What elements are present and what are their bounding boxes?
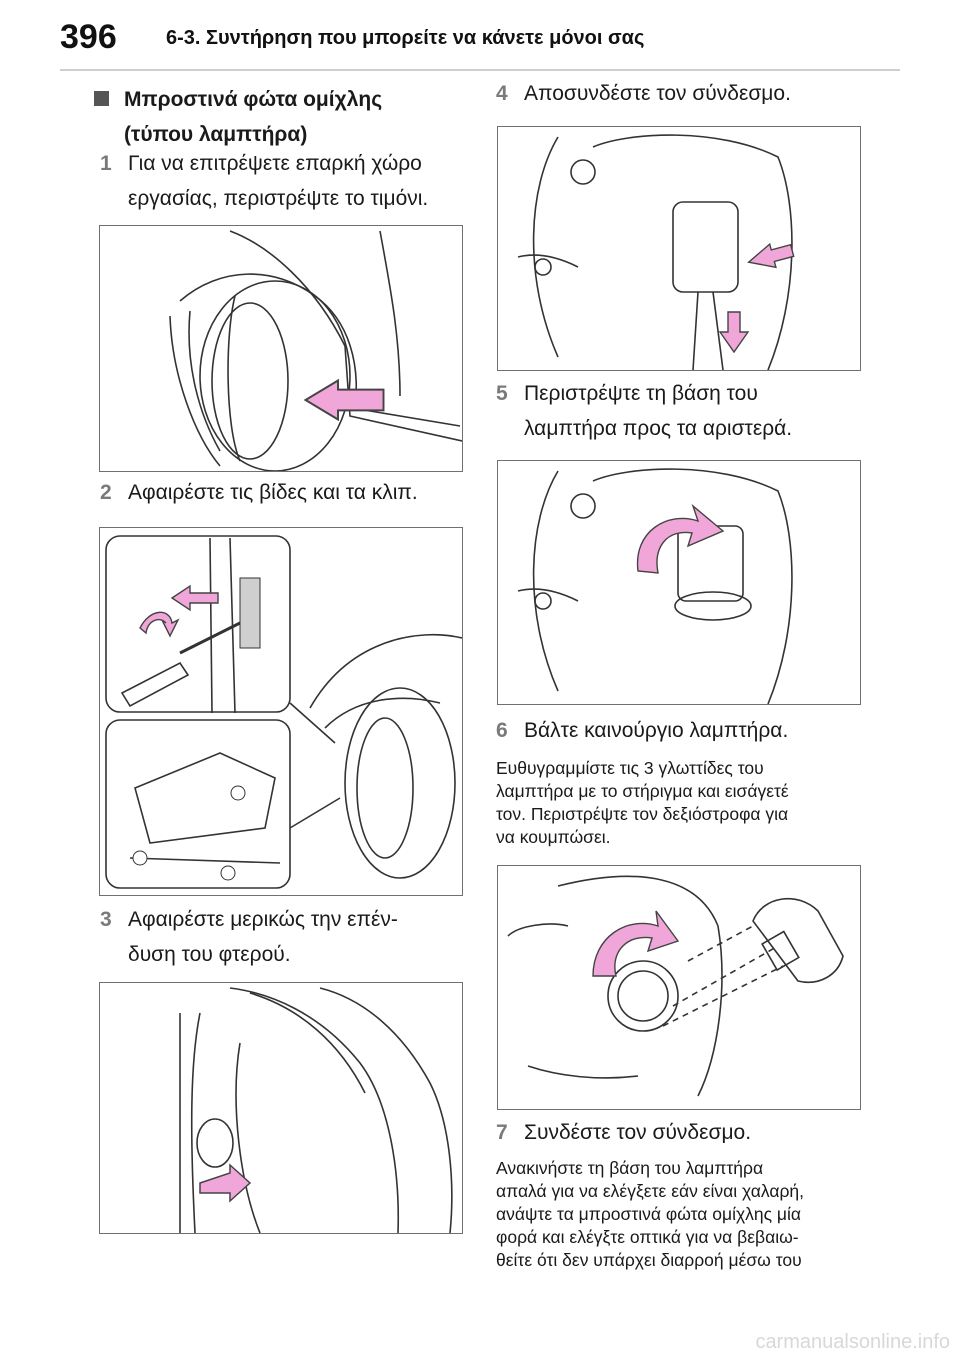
watermark: carmanualsonline.info	[755, 1331, 950, 1353]
step-5: 5 Περιστρέψτε τη βάση του λαμπτήρα προς …	[496, 376, 896, 446]
step-number: 7	[496, 1121, 508, 1144]
step-text-line1: Αφαιρέστε μερικώς την επέν-	[128, 908, 398, 931]
step-number: 3	[100, 908, 112, 931]
step-3: 3 Αφαιρέστε μερικώς την επέν- δυση του φ…	[100, 902, 480, 972]
note-line: να κουμπώσει.	[496, 827, 611, 847]
fender-liner-illustration	[179, 987, 453, 1233]
figure-rotate-socket	[497, 460, 861, 705]
note-line: απαλά για να ελέγξετε εάν είναι χαλαρή,	[496, 1181, 805, 1201]
step-6-note: Ευθυγραμμίστε τις 3 γλωττίδες του λαμπτή…	[496, 757, 896, 849]
note-line: τον. Περιστρέψτε τον δεξιόστροφα για	[496, 804, 789, 824]
step-number: 5	[496, 382, 508, 405]
note-line: λαμπτήρα με το στήριγμα και εισάγετέ	[496, 781, 789, 801]
step-text-line1: Περιστρέψτε τη βάση του	[524, 382, 758, 405]
step-text-line1: Αποσυνδέστε τον σύνδεσμο.	[524, 82, 791, 105]
figure-wheel-turn	[99, 225, 463, 472]
chapter-title: 6-3. Συντήρηση που μπορείτε να κάνετε μό…	[166, 27, 645, 49]
note-line: φορά και ελέγξτε οπτικά για να βεβαιω-	[496, 1227, 799, 1247]
step-text-line2: λαμπτήρα προς τα αριστερά.	[524, 417, 793, 440]
step-6: 6 Βάλτε καινούργιο λαμπτήρα.	[496, 713, 896, 748]
screws-clips-illustration	[105, 535, 462, 889]
section-title-line1: Μπροστινά φώτα ομίχλης	[124, 88, 383, 111]
note-line: Ευθυγραμμίστε τις 3 γλωττίδες του	[496, 758, 764, 778]
rotate-socket-illustration	[517, 468, 793, 704]
step-text-line1: Αφαιρέστε τις βίδες και τα κλιπ.	[128, 481, 418, 504]
step-7-note: Ανακινήστε τη βάση του λαμπτήρα απαλά γι…	[496, 1157, 896, 1272]
step-number: 6	[496, 719, 508, 742]
section-square-icon	[94, 91, 109, 106]
step-text-line1: Βάλτε καινούργιο λαμπτήρα.	[524, 719, 789, 742]
step-number: 4	[496, 82, 508, 105]
step-number: 1	[100, 152, 112, 175]
step-4: 4 Αποσυνδέστε τον σύνδεσμο.	[496, 76, 896, 111]
step-1: 1 Για να επιτρέψετε επαρκή χώρο εργασίας…	[100, 146, 480, 216]
section-title-line2: (τύπου λαμπτήρα)	[124, 123, 308, 146]
step-7: 7 Συνδέστε τον σύνδεσμο.	[496, 1115, 896, 1150]
step-text-line1: Συνδέστε τον σύνδεσμο.	[524, 1121, 752, 1144]
note-line: ανάψτε τα μπροστινά φώτα ομίχλης μία	[496, 1204, 802, 1224]
figure-fender-liner	[99, 982, 463, 1234]
wheel-illustration	[169, 230, 462, 471]
page-header: 396 6-3. Συντήρηση που μπορείτε να κάνετ…	[0, 0, 960, 71]
insert-bulb-illustration	[507, 875, 844, 1097]
figure-disconnect-connector	[497, 126, 861, 371]
step-2: 2 Αφαιρέστε τις βίδες και τα κλιπ.	[100, 475, 480, 510]
note-line: Ανακινήστε τη βάση του λαμπτήρα	[496, 1158, 764, 1178]
step-text-line1: Για να επιτρέψετε επαρκή χώρο	[128, 152, 422, 175]
step-number: 2	[100, 481, 112, 504]
figure-insert-bulb	[497, 865, 861, 1110]
section-title: Μπροστινά φώτα ομίχλης (τύπου λαμπτήρα)	[94, 82, 460, 152]
figure-screws-clips	[99, 527, 463, 896]
step-text-line2: εργασίας, περιστρέψτε το τιμόνι.	[128, 187, 429, 210]
header-divider	[60, 69, 900, 71]
page-number: 396	[60, 18, 117, 56]
note-line: θείτε ότι δεν υπάρχει διαρροή μέσω του	[496, 1250, 802, 1270]
disconnect-illustration	[517, 134, 795, 370]
step-text-line2: δυση του φτερού.	[128, 943, 291, 966]
